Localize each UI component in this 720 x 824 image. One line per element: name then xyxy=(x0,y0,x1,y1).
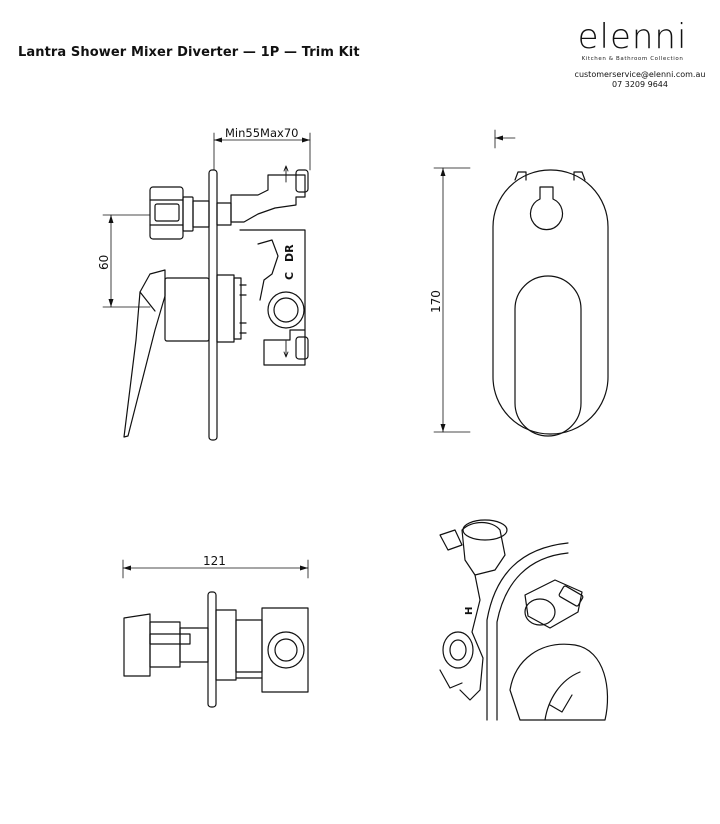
diverter-knob xyxy=(149,186,232,240)
front-view: 170 xyxy=(429,129,609,437)
lever-handle xyxy=(123,269,166,438)
plate-clip-left xyxy=(514,171,527,181)
iso-lever xyxy=(509,643,609,721)
contact-email: customerservice@elenni.com.au xyxy=(574,70,706,79)
top-length-dimension: 121 xyxy=(122,554,309,579)
valve-body: C DR xyxy=(230,165,309,366)
mixer-cartridge xyxy=(164,274,247,343)
plate-edge-top xyxy=(207,591,217,708)
side-height-label: 60 xyxy=(97,255,111,270)
iso-diverter-knob xyxy=(524,579,583,629)
lever-edge xyxy=(139,291,156,312)
contact-phone: 07 3209 9644 xyxy=(612,80,668,89)
depth-range-label: Min55Max70 xyxy=(225,126,298,140)
contact-block: customerservice@elenni.com.au 07 3209 96… xyxy=(560,70,720,90)
iso-plate xyxy=(486,542,569,721)
iso-outlet xyxy=(442,631,474,669)
page-title: Lantra Shower Mixer Diverter — 1P — Trim… xyxy=(18,45,360,60)
plate-height-dimension: 170 xyxy=(429,167,471,433)
side-height-dimension: 60 xyxy=(97,214,151,308)
hot-side-marker: C xyxy=(283,272,296,280)
handle-top-view xyxy=(123,613,151,677)
oval-cover-plate xyxy=(492,169,609,435)
isometric-view: H xyxy=(439,519,609,721)
body-top-view xyxy=(215,609,237,681)
wall-plate xyxy=(208,169,218,441)
plate-clip-right xyxy=(573,171,586,181)
iso-body-marker: H xyxy=(464,607,475,615)
brand-wordmark: elenni xyxy=(577,17,688,57)
side-view: Min55Max70 60 xyxy=(97,126,311,441)
iso-valve-top xyxy=(461,521,506,576)
brand-tagline: Kitchen & Bathroom Collection xyxy=(581,56,684,62)
diverter-marker: DR xyxy=(283,244,296,262)
diverter-knob-front xyxy=(529,186,564,231)
lever-paddle-front xyxy=(514,275,582,437)
brand-logo: elenni Kitchen & Bathroom Collection xyxy=(570,20,695,62)
top-view: 121 xyxy=(122,554,309,708)
top-length-label: 121 xyxy=(203,554,226,568)
depth-dimension: Min55Max70 xyxy=(213,126,311,171)
plate-height-label: 170 xyxy=(429,290,443,313)
